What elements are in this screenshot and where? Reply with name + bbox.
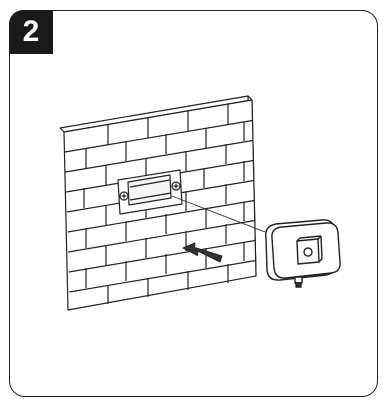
wall-mount-device-icon [266, 220, 340, 287]
